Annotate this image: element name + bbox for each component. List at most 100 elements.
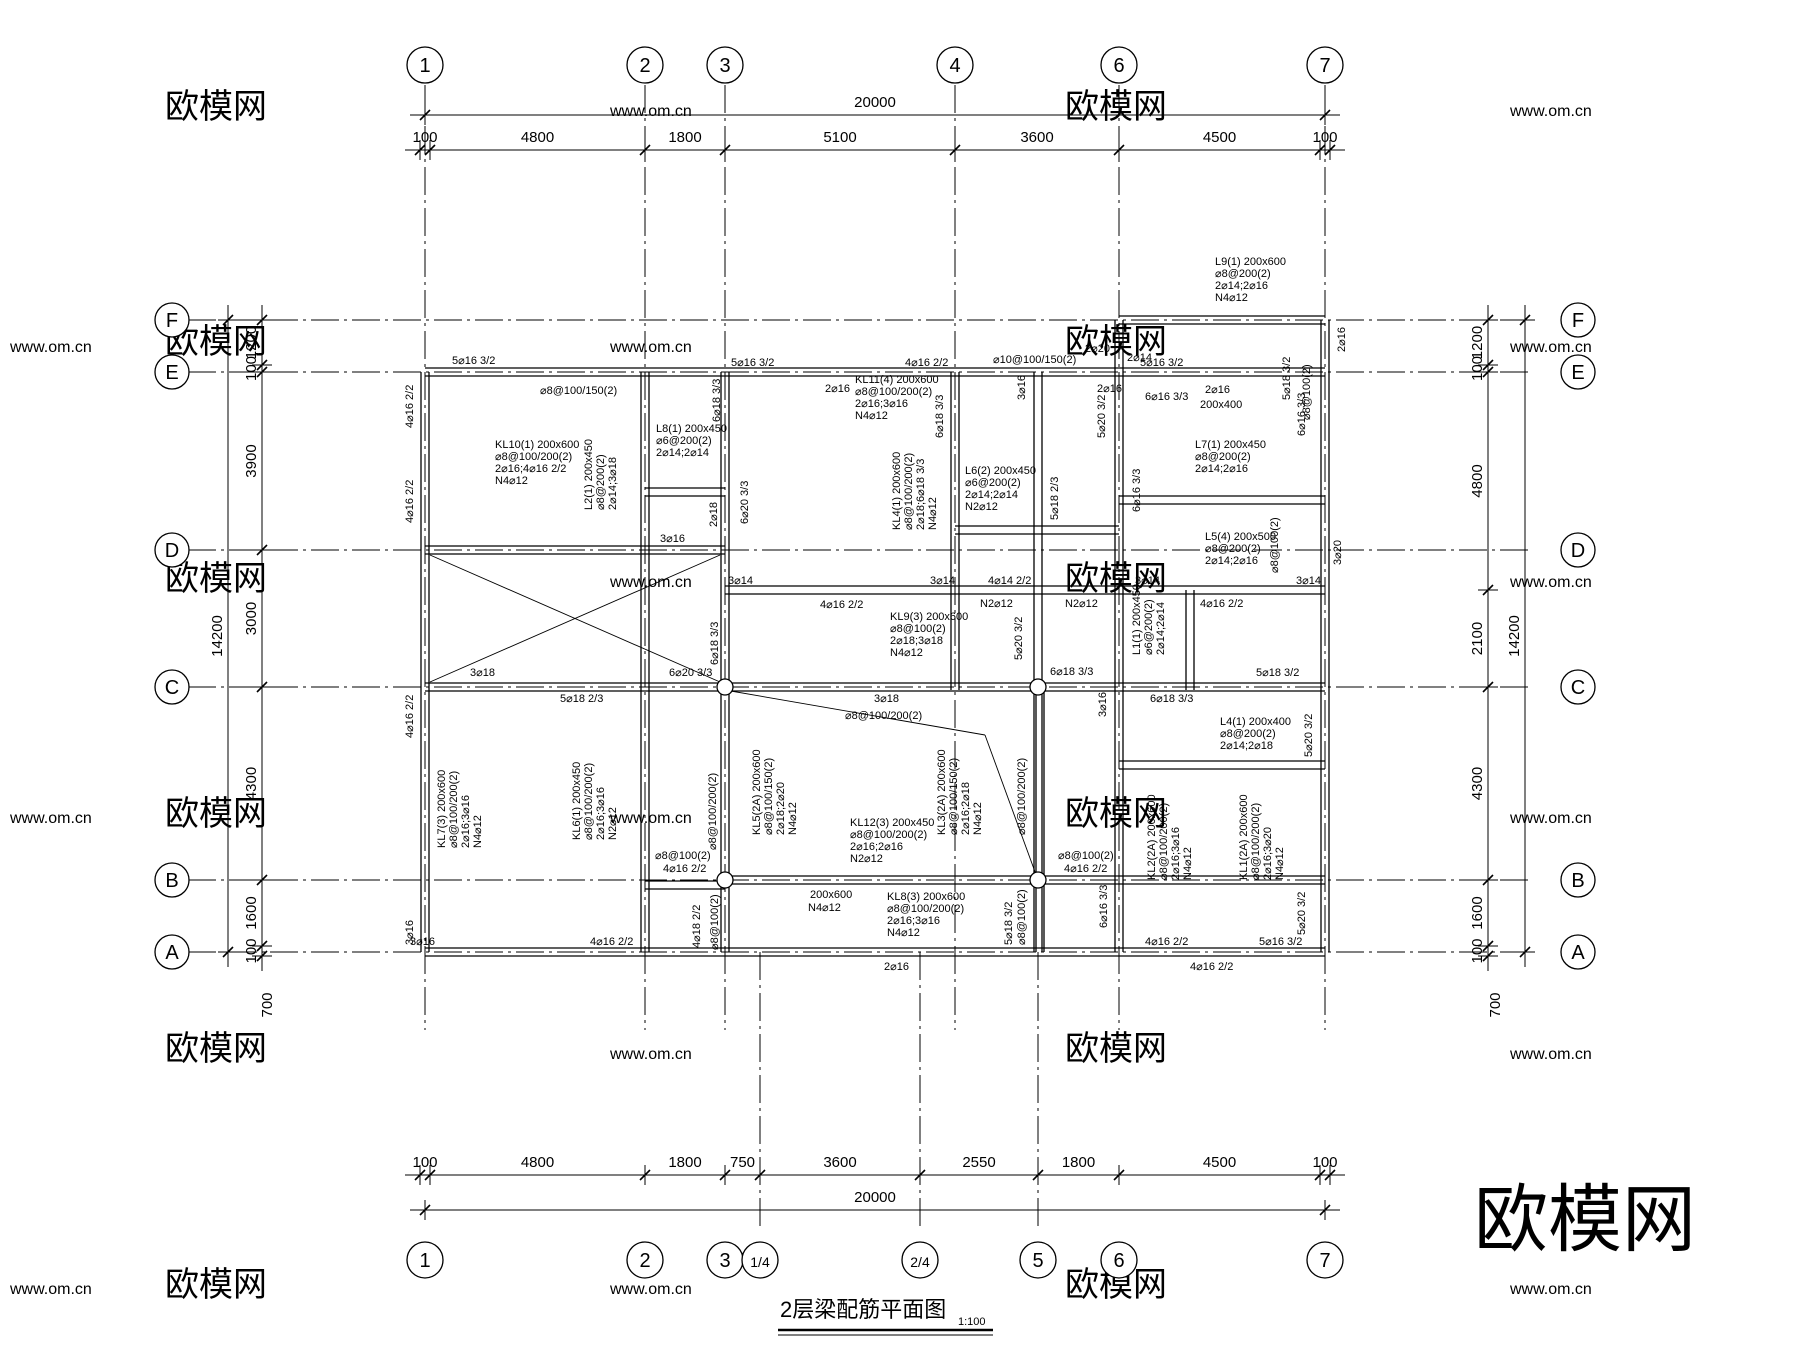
beam-tag-l5: L5(4) 200x500 <box>1205 531 1276 543</box>
watermark-site: www.om.cn <box>609 1046 692 1063</box>
rebar-note: 4⌀16 2/2 <box>1190 961 1233 973</box>
rebar-note: 2⌀16 <box>1097 383 1122 395</box>
dim-left-label: 1600 <box>243 896 260 929</box>
watermark-brand: 欧模网 <box>165 795 267 833</box>
dim-left-label: 1200 <box>243 326 260 359</box>
dim-right-label: 1600 <box>1469 896 1486 929</box>
dim-right-tick <box>1482 681 1494 693</box>
dim-bottom-tick <box>1314 1169 1326 1181</box>
beam-tag-kl7: KL7(3) 200x600 <box>436 770 448 848</box>
axis-label-left: F <box>166 310 178 332</box>
watermark-layer: 欧模网欧模网欧模网欧模网欧模网欧模网欧模网欧模网欧模网欧模网欧模网欧模网www.… <box>9 88 1592 1304</box>
dim-bottom-tick <box>414 1169 426 1181</box>
dim-top-label: 1800 <box>668 129 701 146</box>
rebar-note: 2⌀16 <box>825 383 850 395</box>
watermark-site: www.om.cn <box>9 339 92 356</box>
dim-left-total-label: 14200 <box>209 615 226 657</box>
rebar-note: 6⌀18 3/3 <box>1150 693 1193 705</box>
axis-label-right: D <box>1571 540 1585 562</box>
rebar-note-vertical: 6⌀20 3/3 <box>739 481 751 524</box>
dim-left-tick <box>256 681 268 693</box>
beam-tag-kl3: ⌀8@100/150(2) <box>948 758 960 835</box>
dim-right-extra: 700 <box>1487 992 1504 1017</box>
brand-watermark-large: 欧模网 <box>1474 1178 1696 1261</box>
dim-left-tick <box>256 950 268 962</box>
beam-tag-l9: N4⌀12 <box>1215 292 1248 304</box>
axis-label-top: 1 <box>419 55 430 77</box>
axis-bubble-right <box>1560 532 1596 568</box>
rebar-note-vertical: 5⌀18 3/2 <box>1281 357 1293 400</box>
rebar-note-vertical: 4⌀16 2/2 <box>404 385 416 428</box>
axis-label-left: B <box>165 870 178 892</box>
dim-top-label: 3600 <box>1020 129 1053 146</box>
dim-right-label: 1200 <box>1469 326 1486 359</box>
rebar-note: ⌀8@100/200(2) <box>845 710 922 722</box>
beam-tag-kl8: N4⌀12 <box>887 927 920 939</box>
dim-bottom-tick <box>424 1169 436 1181</box>
axis-label-bottom: 3 <box>719 1250 730 1272</box>
rebar-note-vertical: ⌀8@100(2) <box>1269 517 1281 573</box>
watermark-site: www.om.cn <box>609 810 692 827</box>
rebar-note: 4⌀16 2/2 <box>905 357 948 369</box>
dim-bottom-tick <box>1324 1169 1336 1181</box>
rebar-note: 4⌀16 2/2 <box>663 863 706 875</box>
dim-left-extra: 700 <box>259 992 276 1017</box>
dim-top-total-tick <box>1319 109 1331 121</box>
rebar-note-vertical: 5⌀20 3/2 <box>1296 892 1308 935</box>
watermark-site: www.om.cn <box>609 103 692 120</box>
rebar-note: 4⌀16 2/2 <box>1145 936 1188 948</box>
watermark-brand: 欧模网 <box>165 560 267 598</box>
watermark-site: www.om.cn <box>1509 1046 1592 1063</box>
beam-tag-l9: ⌀8@200(2) <box>1215 268 1271 280</box>
beam-tag-kl6: KL6(1) 200x450 <box>571 762 583 840</box>
watermark-brand: 欧模网 <box>1065 560 1167 598</box>
watermark-site: www.om.cn <box>1509 103 1592 120</box>
rebar-note-vertical: 6⌀18 3/3 <box>709 622 721 665</box>
rebar-note-vertical: ⌀8@100(2) <box>709 894 721 950</box>
beam-tag-l9: L9(1) 200x600 <box>1215 256 1286 268</box>
beam-tag-kl1: KL1(2A) 200x600 <box>1238 794 1250 880</box>
beam-tag-kl9: KL9(3) 200x600 <box>890 611 968 623</box>
axis-label-right: E <box>1571 362 1584 384</box>
rebar-note-vertical: 6⌀16 3/3 <box>1098 885 1110 928</box>
dim-right-total-tick <box>1519 946 1531 958</box>
beam-tag-l7: L7(1) 200x450 <box>1195 439 1266 451</box>
dim-top-tick <box>719 144 731 156</box>
axis-label-top: 4 <box>949 55 960 77</box>
beam-tag-l8: ⌀6@200(2) <box>656 435 712 447</box>
beam-tag-kl6: N2⌀12 <box>607 807 619 840</box>
dim-right-label: 100 <box>1469 938 1486 963</box>
beam-tag-l1: ⌀6@200(2) <box>1143 599 1155 655</box>
axis-bubble-top <box>1100 46 1138 84</box>
rebar-note-vertical: 6⌀18 3/3 <box>711 379 723 422</box>
beam-tag-kl10: KL10(1) 200x600 <box>495 439 579 451</box>
dim-bottom-tick <box>1113 1169 1125 1181</box>
beam-tag-kl12: N2⌀12 <box>850 853 883 865</box>
rebar-note: 2⌀16 <box>884 961 909 973</box>
diagonal-beam <box>724 689 986 736</box>
dim-left-tick <box>256 314 268 326</box>
dim-right-label: 100 <box>1469 356 1486 381</box>
dim-left-tick <box>256 359 268 371</box>
beam-tag-kl1: 2⌀16;3⌀20 <box>1262 827 1274 880</box>
axis-bubble-bottom <box>901 1241 939 1279</box>
beam-tag-kl9: N4⌀12 <box>890 647 923 659</box>
beam-tag-l2: ⌀8@200(2) <box>595 454 607 510</box>
rebar-note: 4⌀14 2/2 <box>988 575 1031 587</box>
beam-tag-l9: 2⌀14;2⌀16 <box>1215 280 1268 292</box>
axis-bubble-bottom <box>406 1241 444 1279</box>
axis-bubble-top <box>936 46 974 84</box>
dim-bottom-label: 1800 <box>1062 1154 1095 1171</box>
dim-left-tick <box>256 874 268 886</box>
rebar-note-vertical: ⌀8@100(2) <box>1301 364 1313 420</box>
dim-bottom-tick <box>639 1169 651 1181</box>
beam-tag-kl7: 2⌀16;3⌀16 <box>460 795 472 848</box>
axis-label-bottom: 1/4 <box>750 1254 770 1270</box>
rebar-note: 4⌀16 2/2 <box>590 936 633 948</box>
axis-label-bottom: 1 <box>419 1250 430 1272</box>
dim-bottom-label: 4500 <box>1203 1154 1236 1171</box>
axis-label-left: E <box>165 362 178 384</box>
dim-bottom-total-tick <box>1319 1204 1331 1216</box>
dim-bottom-label: 750 <box>730 1154 755 1171</box>
